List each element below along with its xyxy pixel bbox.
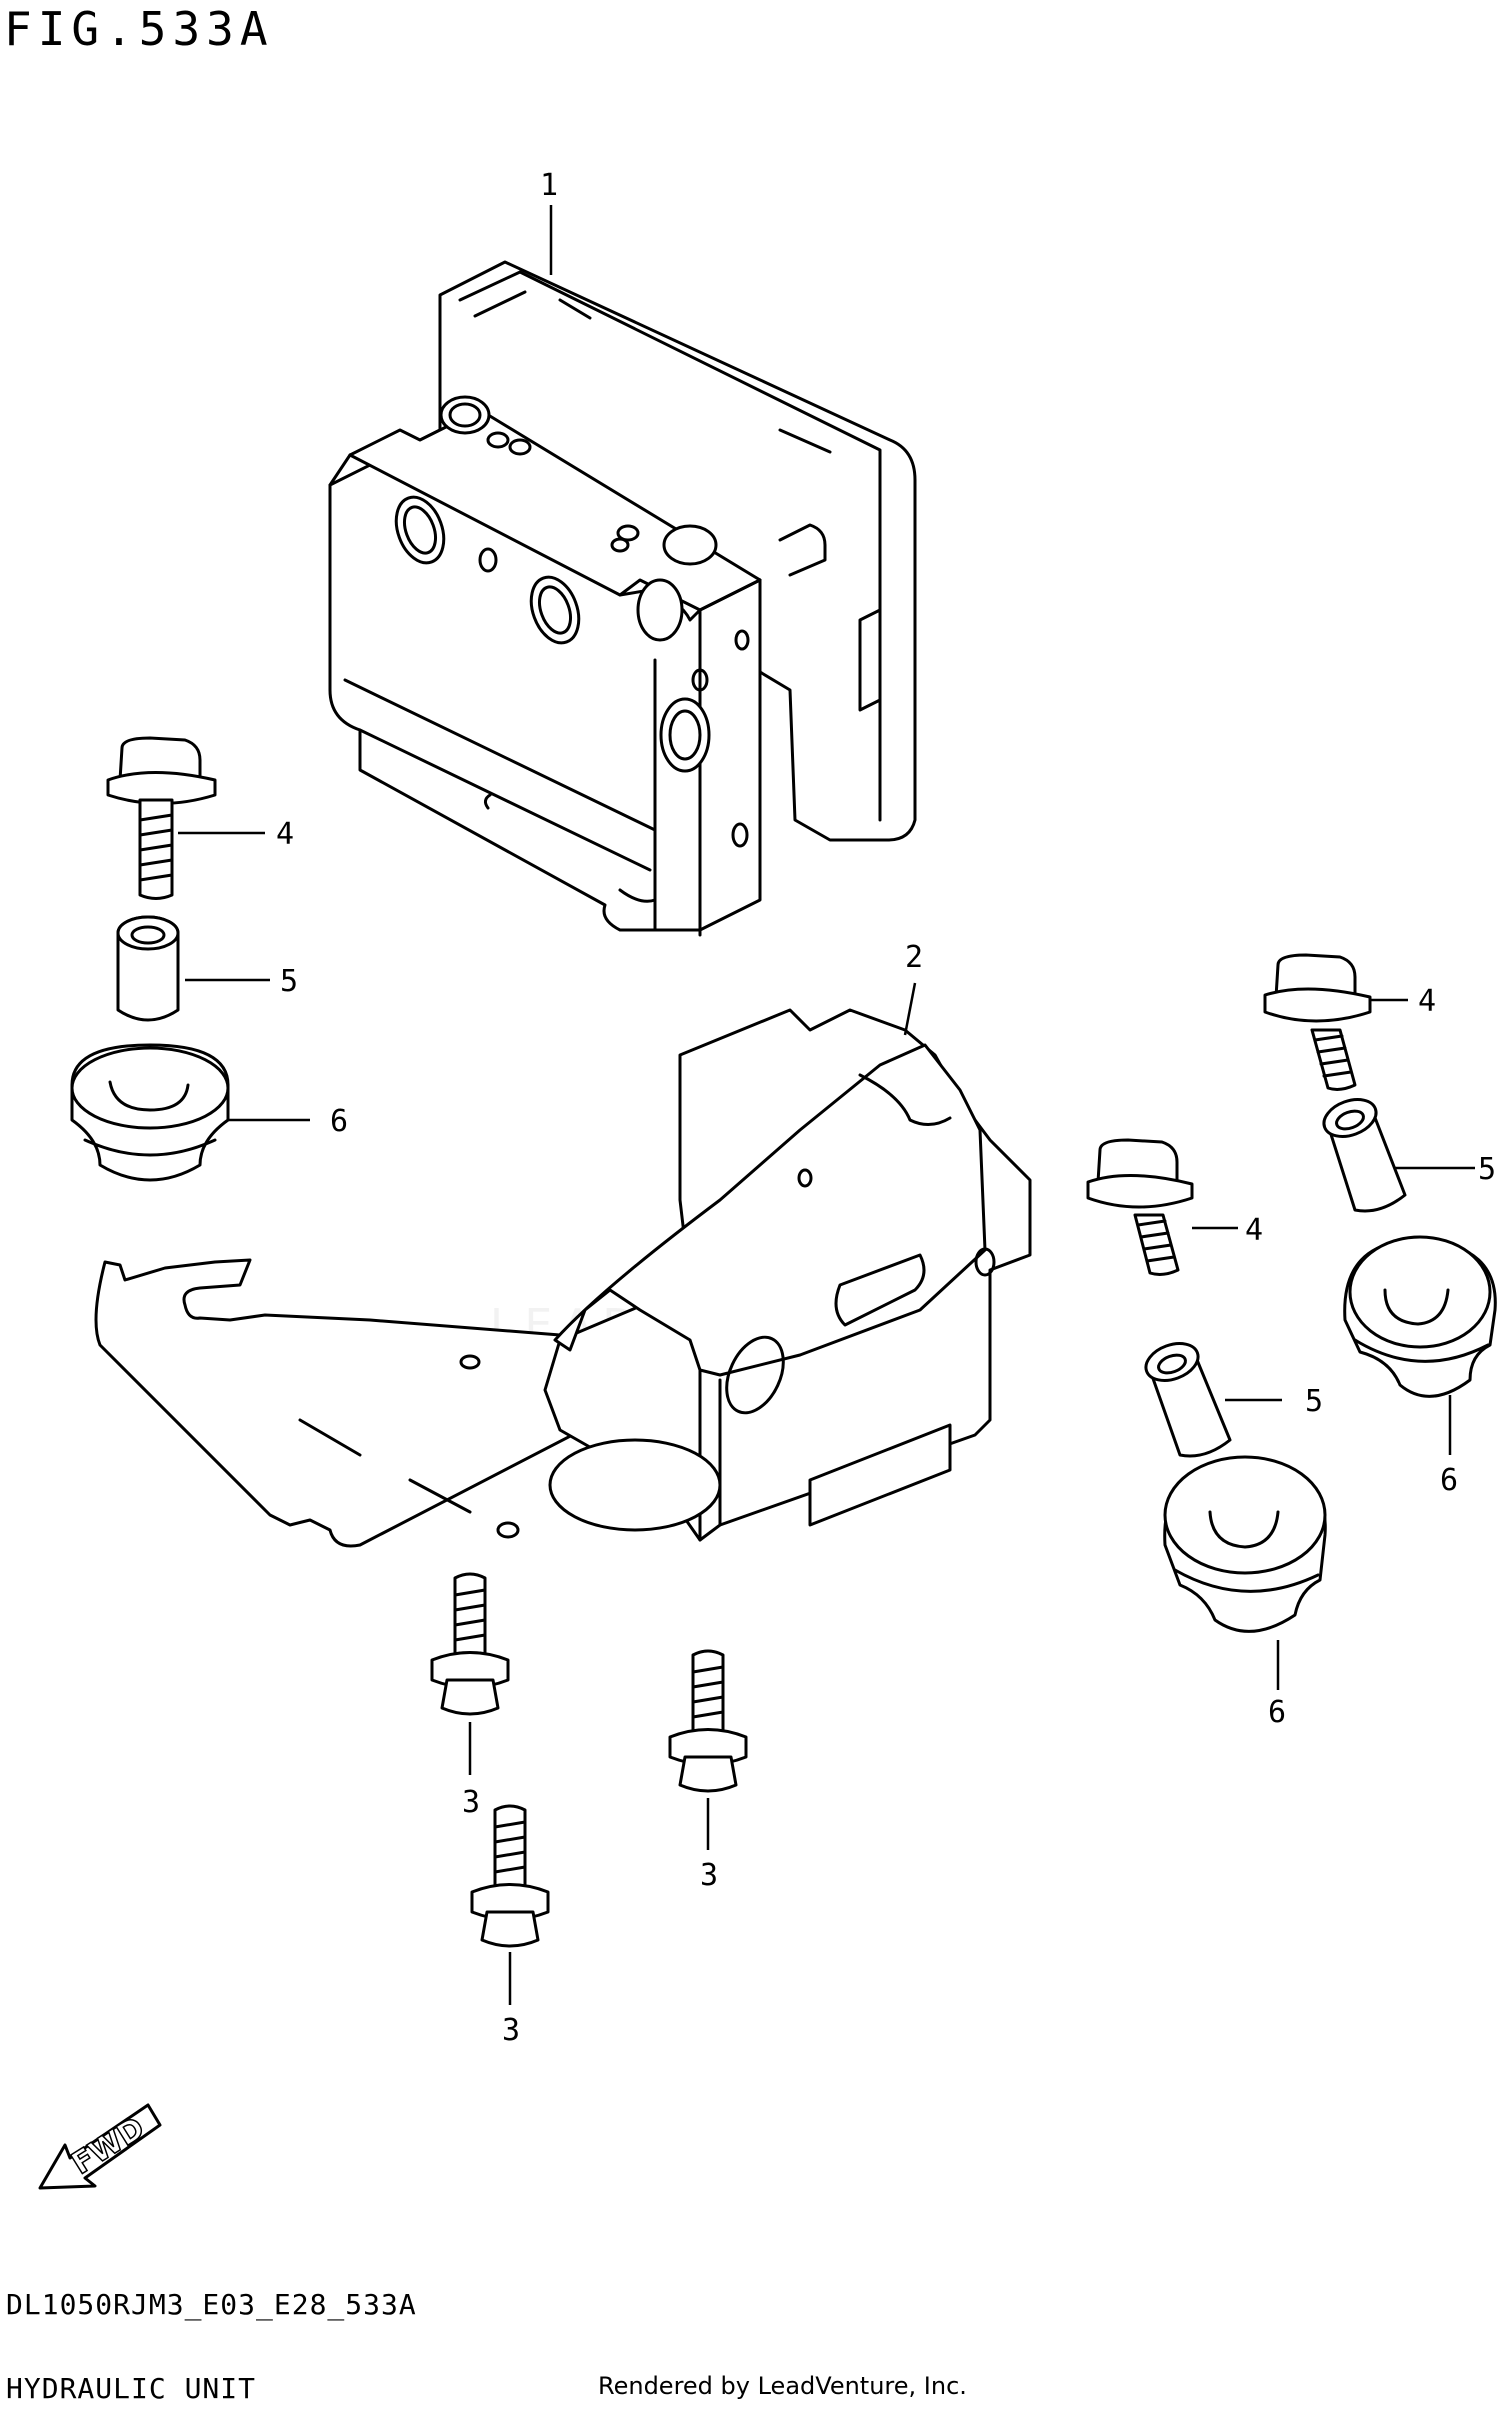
flange-bolt-part-3-middle — [668, 1649, 748, 1793]
callout-2: 2 — [905, 940, 923, 975]
callout-5-left: 5 — [280, 964, 298, 999]
callout-4-right-lower: 4 — [1245, 1213, 1263, 1248]
callout-6-right-upper: 6 — [1440, 1463, 1458, 1498]
figure-title: FIG.533A — [4, 2, 274, 56]
callout-3-middle: 3 — [700, 1858, 718, 1893]
collar-part-5-right-lower — [1144, 1342, 1232, 1458]
leader-lines — [178, 205, 1475, 2005]
grommet-part-6-right-lower — [1163, 1455, 1327, 1633]
bolt-part-4-right-upper — [1263, 953, 1372, 1091]
collar-part-5-left — [116, 915, 180, 1022]
fwd-label: FWD — [66, 2111, 151, 2182]
callout-4-left: 4 — [276, 817, 294, 852]
grommet-part-6-left — [70, 1043, 230, 1182]
bolt-part-4-left — [106, 736, 217, 900]
callout-3-left: 3 — [462, 1785, 480, 1820]
flange-bolt-part-3-lower — [470, 1804, 550, 1948]
callout-5-right-lower: 5 — [1305, 1384, 1323, 1419]
render-credit: Rendered by LeadVenture, Inc. — [598, 2372, 967, 2400]
bracket-part-2 — [94, 1008, 1032, 1548]
callout-6-left: 6 — [330, 1104, 348, 1139]
diagram-code: DL1050RJM3_E03_E28_533A — [6, 2288, 417, 2321]
assembly-name: HYDRAULIC UNIT — [6, 2372, 257, 2405]
grommet-part-6-right-upper — [1343, 1235, 1497, 1398]
bolt-part-4-right-lower — [1086, 1138, 1194, 1276]
collar-part-5-right-upper — [1322, 1098, 1407, 1213]
callout-3-lower: 3 — [502, 2013, 520, 2048]
callout-5-right-upper: 5 — [1478, 1152, 1496, 1187]
callout-6-right-lower: 6 — [1268, 1695, 1286, 1730]
hydraulic-unit-part-1 — [328, 260, 917, 937]
flange-bolt-part-3-left — [430, 1572, 510, 1716]
callouts: 1 2 3 3 3 4 4 4 5 5 5 6 6 6 — [276, 168, 1496, 2048]
fwd-direction-arrow: FWD — [38, 2103, 162, 2190]
callout-1: 1 — [540, 168, 558, 203]
callout-4-right-upper: 4 — [1418, 984, 1436, 1019]
